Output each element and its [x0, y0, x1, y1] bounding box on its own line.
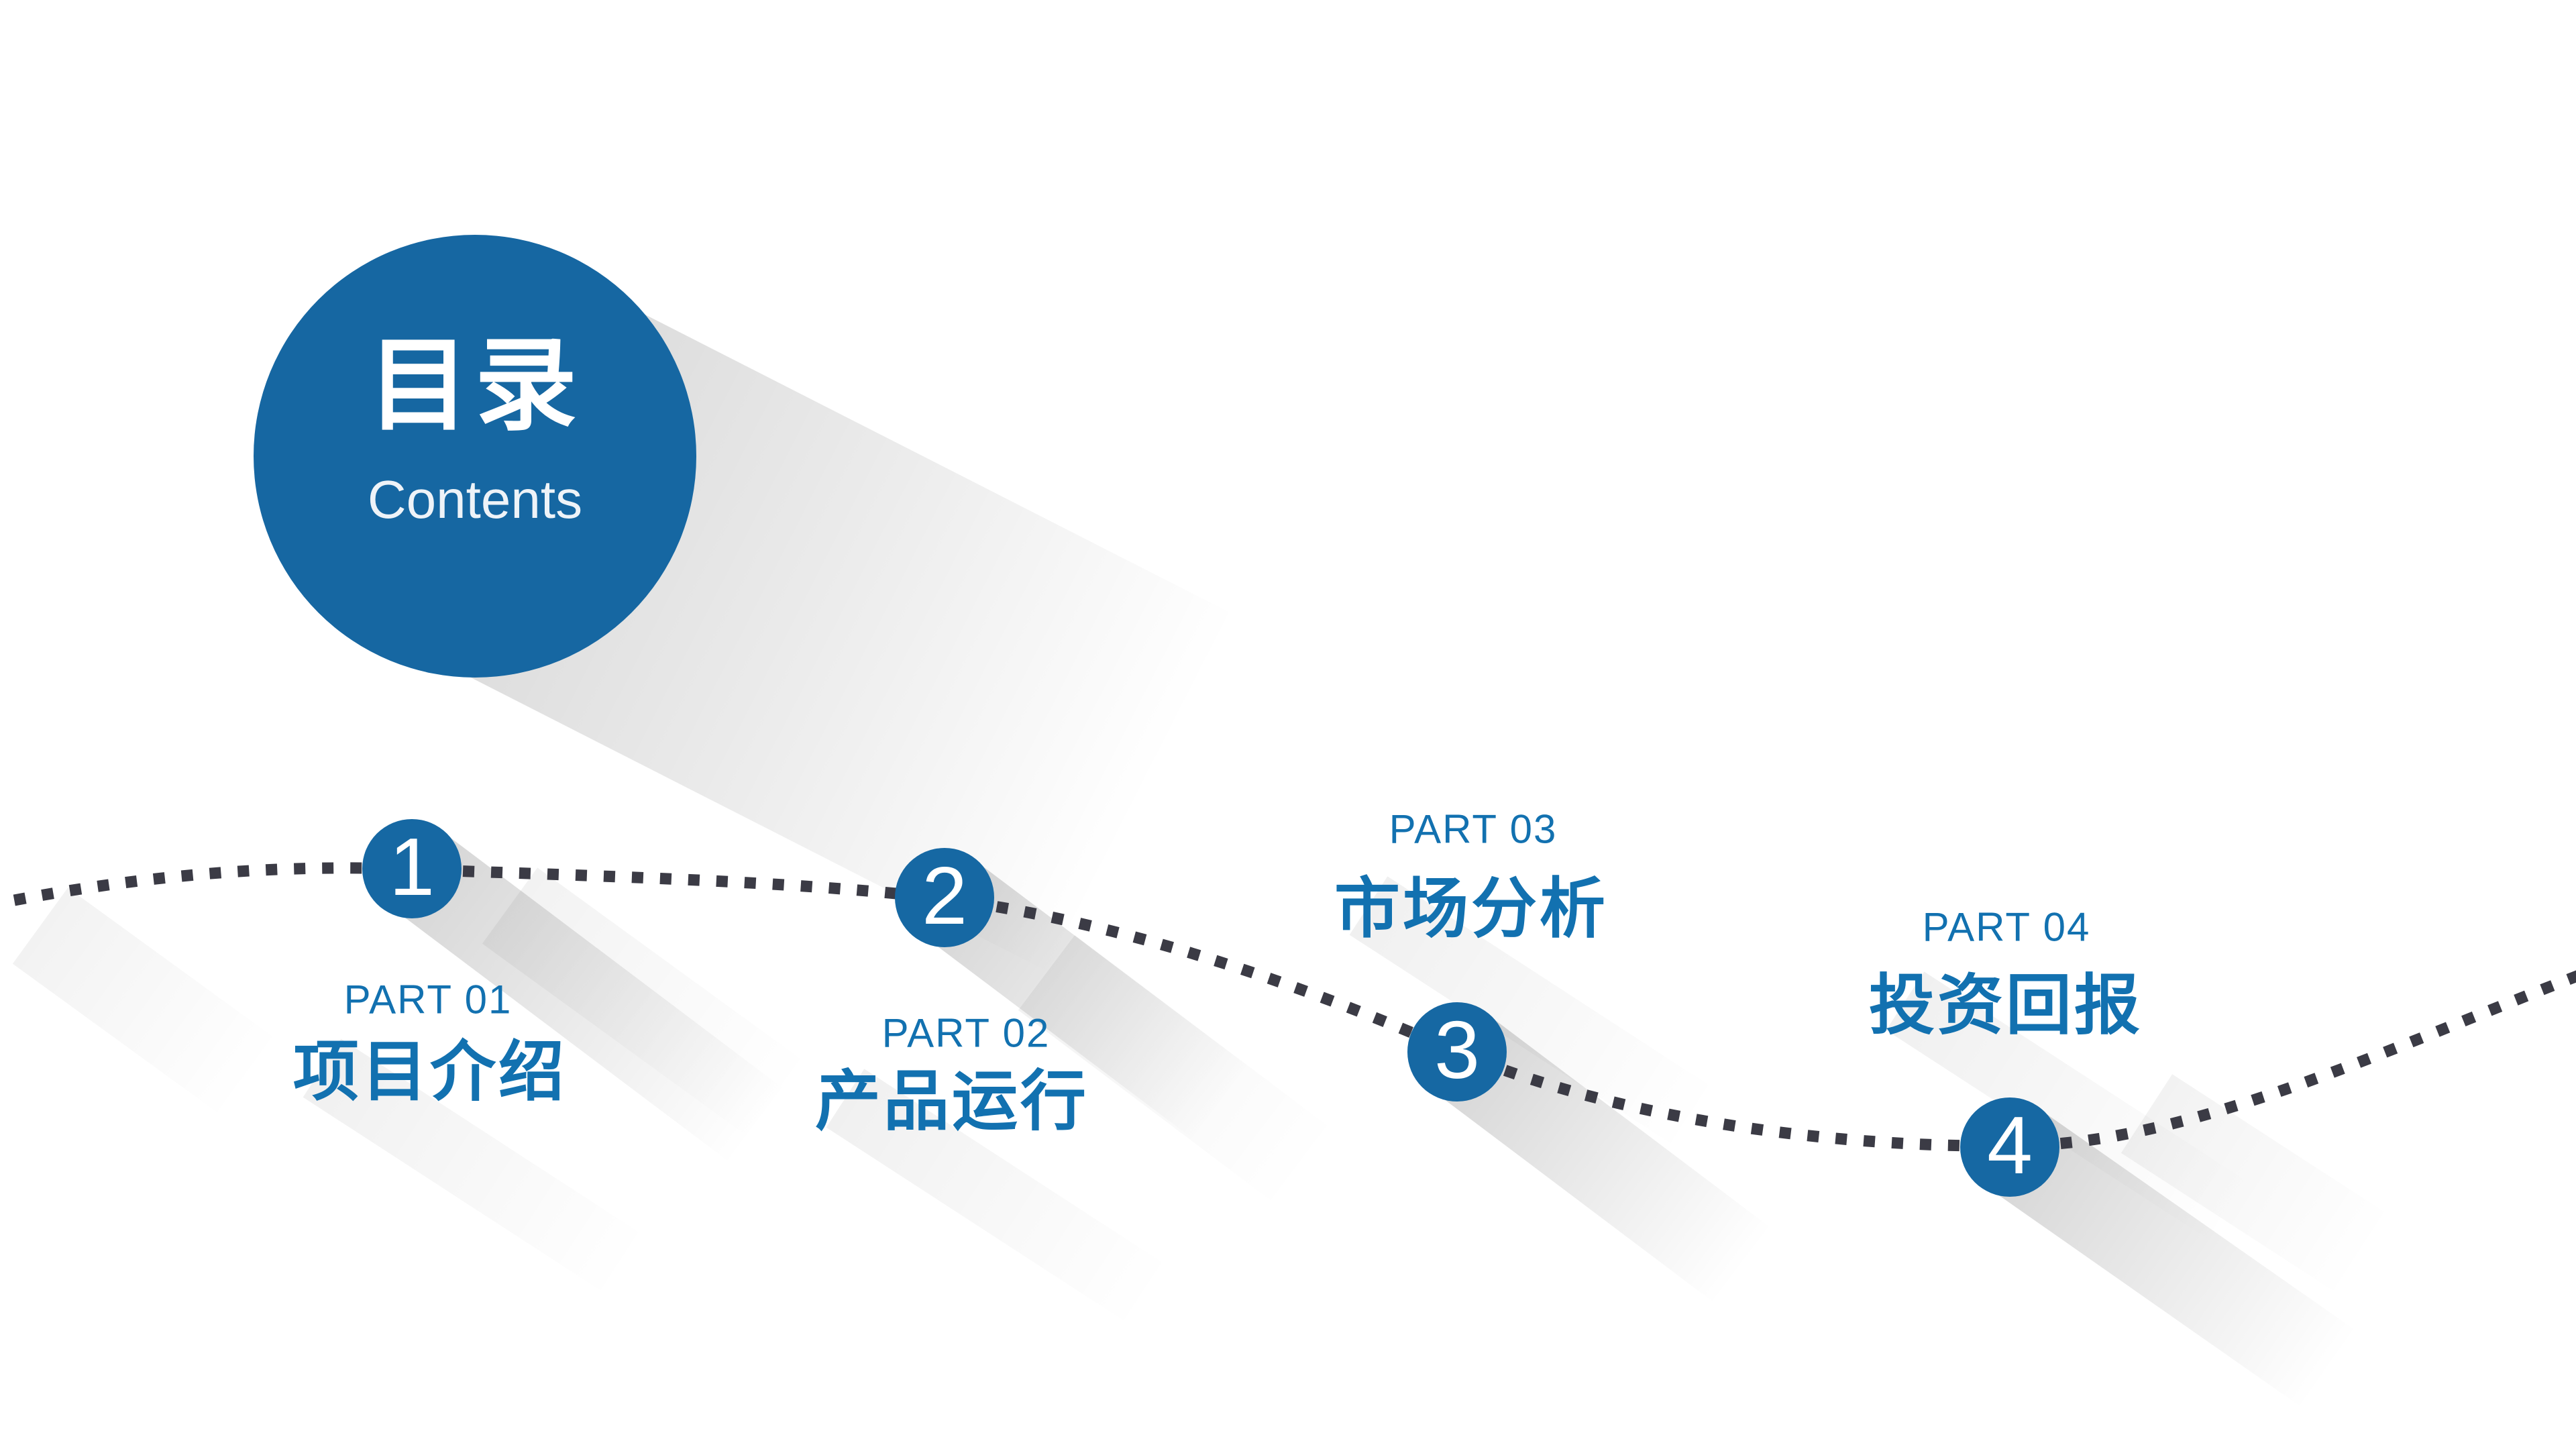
part-1-number: 1 [389, 821, 435, 912]
part-4-label: PART 04 [1922, 904, 2091, 950]
part-4-title[interactable]: 投资回报 [1868, 968, 2143, 1042]
toc-subtitle: Contents [367, 470, 583, 529]
part-2-label: PART 02 [881, 1010, 1051, 1056]
part-3-title[interactable]: 市场分析 [1334, 871, 1609, 945]
part-1-title[interactable]: 项目介绍 [292, 1034, 568, 1108]
part-4-number: 4 [1987, 1099, 2033, 1191]
toc-title: 目录 [368, 329, 582, 443]
part-3-label: PART 03 [1389, 806, 1558, 852]
part-2-title[interactable]: 产品运行 [814, 1064, 1089, 1138]
dotted-curve-path [0, 862, 2576, 1152]
part-3-number-circle[interactable]: 3 [1407, 1002, 1507, 1102]
toc-badge-circle: 目录 Contents [254, 235, 696, 678]
part-2-number-circle[interactable]: 2 [895, 848, 994, 947]
part-4-number-circle[interactable]: 4 [1960, 1097, 2059, 1197]
part-1-label: PART 01 [343, 977, 513, 1022]
part-1-number-circle[interactable]: 1 [362, 819, 462, 918]
part-2-number: 2 [922, 850, 967, 941]
part-3-number: 3 [1434, 1004, 1480, 1095]
